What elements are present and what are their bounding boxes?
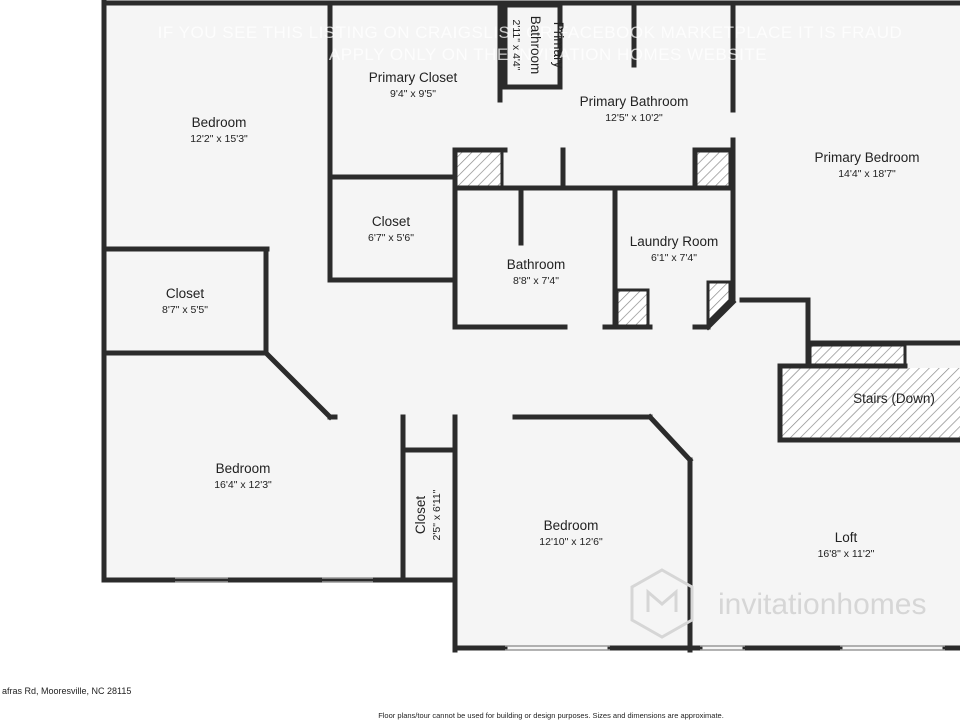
primary-bedroom-name: Primary Bedroom (814, 150, 919, 165)
primary-closet-dims: 9'4" x 9'5" (390, 88, 436, 100)
laundry-cabinet (615, 288, 650, 329)
bathroom-dims: 8'8" x 7'4" (513, 275, 559, 287)
walls (101, 0, 960, 653)
stairs-label: Stairs (Down) (853, 391, 935, 406)
brand-watermark: invitationhomes (718, 588, 926, 621)
loft-dims: 16'8" x 11'2" (818, 548, 875, 560)
laundry-room-dims: 6'1" x 7'4" (651, 252, 697, 264)
bedroom-sw-name: Bedroom (216, 461, 271, 476)
closet-mid-name: Closet (372, 214, 411, 229)
primary-bedroom-dims: 14'4" x 18'7" (838, 168, 896, 180)
primary-bathroom-small-name-line2: Bathroom (528, 16, 543, 75)
closet-west-name: Closet (166, 286, 205, 301)
fraud-warning-line2: APPLY ONLY ON THE INVITATION HOMES WEBSI… (329, 45, 767, 64)
address-text: afras Rd, Mooresville, NC 28115 (2, 686, 131, 696)
shower-right (694, 148, 732, 190)
laundry-corner-unit (706, 280, 732, 326)
stairs-hatch (780, 368, 960, 440)
stairs-landing-hatch (808, 343, 907, 368)
closet-mid-dims: 6'7" x 5'6" (368, 232, 414, 244)
loft-name: Loft (835, 530, 858, 545)
primary-closet-name: Primary Closet (369, 70, 458, 85)
disclaimer-text: Floor plans/tour cannot be used for buil… (378, 711, 724, 720)
bedroom-south-dims: 12'10" x 12'6" (539, 536, 603, 548)
primary-bathroom-name: Primary Bathroom (580, 94, 689, 109)
closet-small-dims: 2'5" x 6'11" (431, 489, 443, 540)
windows (175, 577, 945, 651)
bedroom-nw-dims: 12'2" x 15'3" (190, 133, 248, 145)
primary-bathroom-small-dims: 2'11" x 4'4" (510, 20, 522, 71)
brand-watermark-icon (630, 568, 694, 639)
bedroom-south-name: Bedroom (544, 518, 599, 533)
primary-bathroom-dims: 12'5" x 10'2" (605, 112, 663, 124)
closet-small-name: Closet (413, 496, 428, 535)
closet-west-dims: 8'7" x 5'5" (162, 304, 208, 316)
shower-left (454, 148, 504, 190)
bedroom-nw-name: Bedroom (192, 115, 247, 130)
fraud-warning-line1: IF YOU SEE THIS LISTING ON CRAIGSLIST OR… (158, 23, 903, 42)
laundry-room-name: Laundry Room (630, 234, 719, 249)
primary-bathroom-small-name-line1: Primary (551, 22, 566, 69)
bathroom-name: Bathroom (507, 257, 566, 272)
bedroom-sw-dims: 16'4" x 12'3" (214, 479, 272, 491)
